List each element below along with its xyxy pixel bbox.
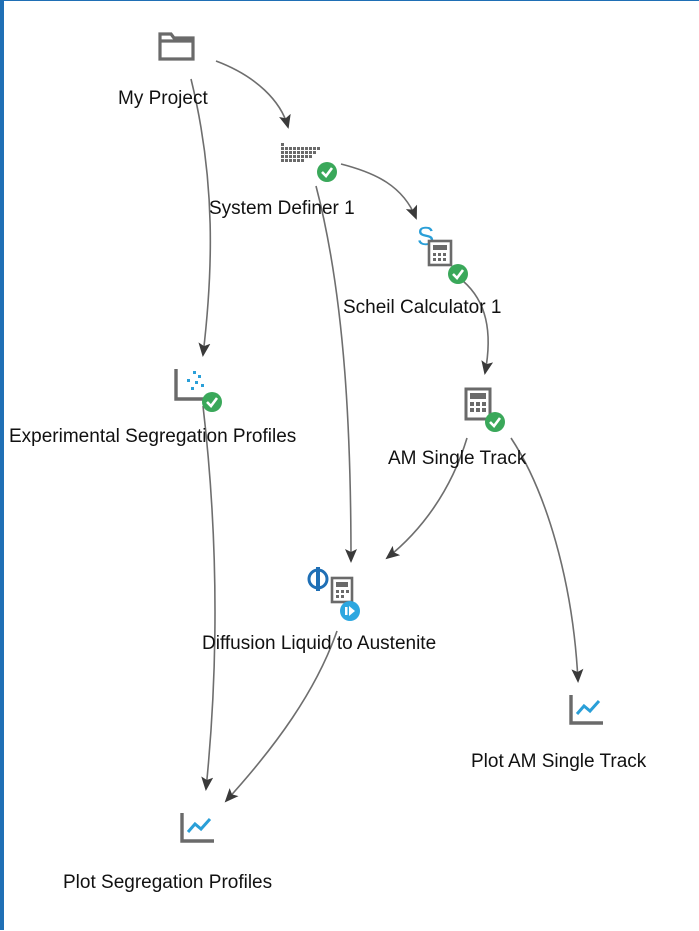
- node-experimental-segregation-profiles[interactable]: Experimental Segregation Profiles: [9, 367, 379, 457]
- scheil-calculator-icon: S: [417, 223, 453, 267]
- node-scheil-calculator[interactable]: S Scheil Calculator 1: [331, 223, 551, 323]
- calculator-icon: [464, 387, 492, 421]
- node-plot-segregation-profiles[interactable]: Plot Segregation Profiles: [61, 811, 351, 901]
- diffusion-calculator-icon: [307, 567, 354, 604]
- line-chart-icon: [569, 695, 603, 725]
- node-label: Scheil Calculator 1: [343, 297, 502, 318]
- node-label: Experimental Segregation Profiles: [9, 426, 297, 447]
- node-diffusion-liquid-to-austenite[interactable]: Diffusion Liquid to Austenite: [196, 566, 506, 661]
- running-play-icon: [340, 601, 360, 621]
- complete-check-icon: [317, 162, 337, 182]
- folder-icon: [158, 32, 195, 61]
- node-label: Plot AM Single Track: [471, 751, 647, 772]
- node-label: System Definer 1: [209, 198, 355, 219]
- node-label: My Project: [118, 88, 208, 109]
- complete-check-icon: [448, 264, 468, 284]
- node-label: Diffusion Liquid to Austenite: [202, 633, 437, 654]
- complete-check-icon: [202, 392, 222, 412]
- node-my-project[interactable]: My Project: [101, 27, 251, 117]
- node-label: Plot Segregation Profiles: [63, 872, 273, 893]
- line-chart-icon: [180, 813, 214, 843]
- complete-check-icon: [485, 412, 505, 432]
- node-plot-am-single-track[interactable]: Plot AM Single Track: [471, 693, 699, 783]
- periodic-grid-icon: [281, 143, 320, 162]
- scatter-plot-icon: [174, 369, 207, 401]
- node-label: AM Single Track: [388, 448, 527, 469]
- node-am-single-track[interactable]: AM Single Track: [386, 385, 566, 475]
- node-system-definer[interactable]: System Definer 1: [206, 139, 406, 229]
